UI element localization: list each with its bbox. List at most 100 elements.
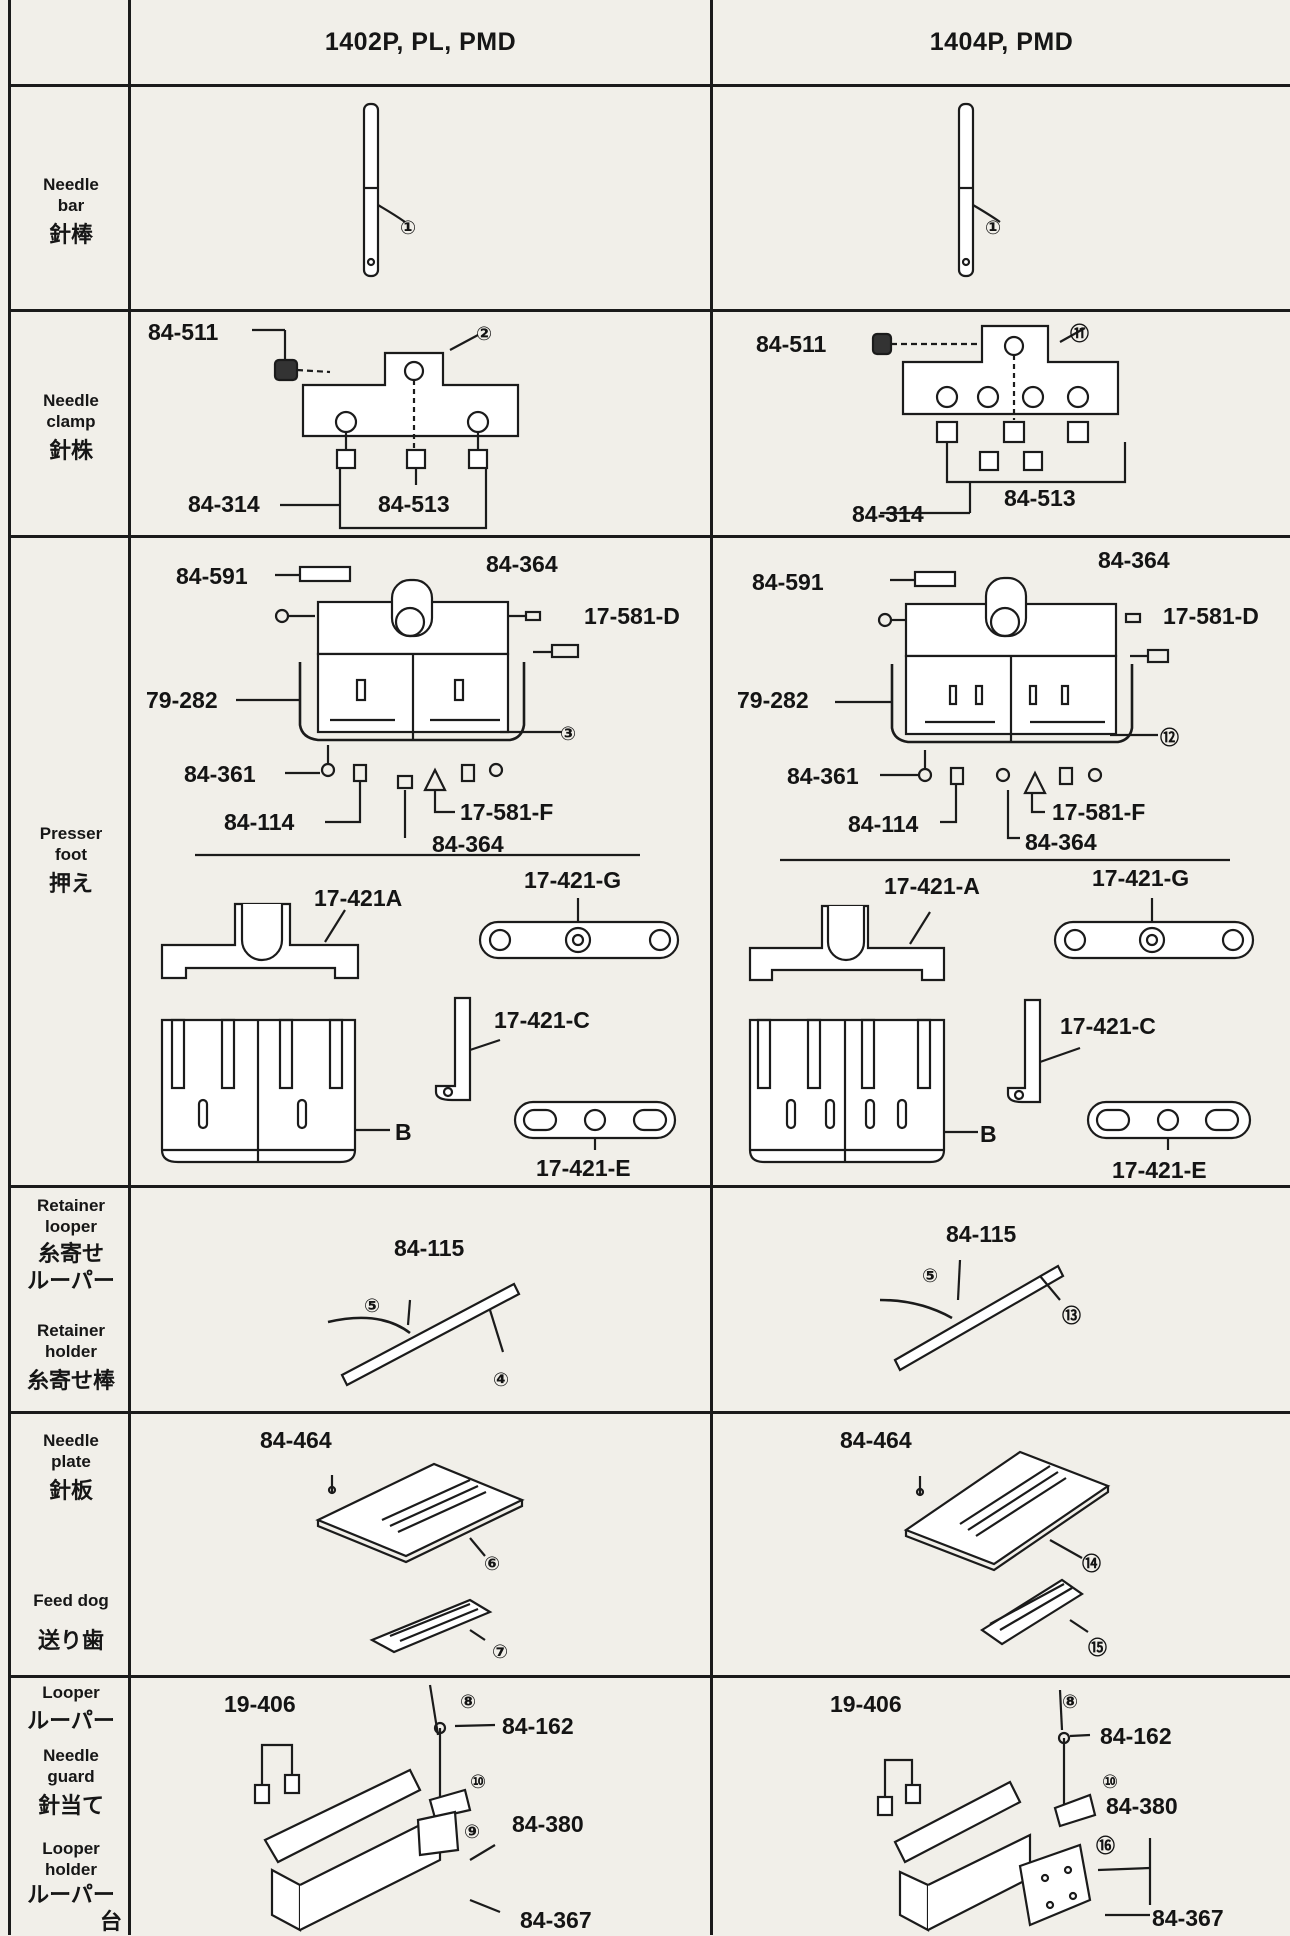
part-84-364-left-top: 84-364 bbox=[486, 551, 558, 577]
looper-assembly-left bbox=[253, 1684, 501, 1932]
row-label-presser-foot: Presser foot 押え bbox=[39, 824, 103, 896]
part-84-361-right: 84-361 bbox=[787, 763, 859, 789]
part-84-314-right: 84-314 bbox=[852, 501, 924, 527]
part-84-464-right: 84-464 bbox=[840, 1427, 912, 1453]
presser-foot-assembly-right bbox=[780, 570, 1230, 862]
needle-plate-right bbox=[903, 1450, 1111, 1572]
part-84-115-left: 84-115 bbox=[394, 1235, 465, 1261]
part-84-364-right-top: 84-364 bbox=[1098, 547, 1170, 573]
part-19-406-right: 19-406 bbox=[830, 1691, 902, 1717]
row-label-needle-bar: Needle bar 針棒 bbox=[43, 175, 99, 247]
row-divider-needle-clamp bbox=[8, 535, 1290, 538]
looper-assembly-right bbox=[876, 1689, 1152, 1932]
callout-1-right: ① bbox=[985, 218, 1001, 239]
callout-5-left: ⑤ bbox=[364, 1296, 380, 1317]
column-header-1404: 1404P, PMD bbox=[929, 28, 1074, 56]
part-84-367-left: 84-367 bbox=[520, 1907, 592, 1933]
part-84-513-left: 84-513 bbox=[378, 491, 450, 517]
part-84-591-left: 84-591 bbox=[176, 563, 248, 589]
part-17-421A-left: 17-421A bbox=[314, 885, 402, 911]
part-84-364-right-bottom: 84-364 bbox=[1025, 829, 1097, 855]
needle-plate-left bbox=[315, 1462, 525, 1564]
part-84-162-left: 84-162 bbox=[502, 1713, 574, 1739]
callout-8-right: ⑧ bbox=[1062, 1692, 1078, 1713]
label-column-divider bbox=[128, 0, 131, 1935]
feed-dog-right bbox=[980, 1578, 1089, 1646]
callout-6: ⑥ bbox=[484, 1554, 500, 1575]
row-label-retainer-looper: Retainer looper 糸寄せ ルーパー bbox=[27, 1196, 115, 1293]
needle-bar-right bbox=[957, 102, 1001, 278]
part-84-464-left: 84-464 bbox=[260, 1427, 332, 1453]
part-84-513-right: 84-513 bbox=[1004, 485, 1076, 511]
presser-foot-assembly-left bbox=[195, 565, 640, 857]
row-divider-needle-bar bbox=[8, 309, 1290, 312]
row-label-retainer-holder: Retainer holder 糸寄せ棒 bbox=[26, 1321, 115, 1393]
part-84-114-left: 84-114 bbox=[224, 809, 295, 835]
callout-13: ⑬ bbox=[1062, 1304, 1081, 1327]
row-label-needle-clamp: Needle clamp 針株 bbox=[43, 391, 99, 463]
model-column-divider bbox=[710, 0, 713, 1935]
row-divider-header bbox=[8, 84, 1290, 87]
part-17-421-C-left: 17-421-C bbox=[494, 1007, 590, 1033]
part-17-421-G-left: 17-421-G bbox=[524, 867, 621, 893]
part-17-421-A-right: 17-421-A bbox=[884, 873, 980, 899]
part-84-314-left: 84-314 bbox=[188, 491, 260, 517]
callout-7: ⑦ bbox=[492, 1642, 508, 1663]
part-84-114-right: 84-114 bbox=[848, 811, 919, 837]
part-17-421-G-right: 17-421-G bbox=[1092, 865, 1189, 891]
column-header-1402: 1402P, PL, PMD bbox=[324, 28, 517, 56]
part-84-364-left-bottom: 84-364 bbox=[432, 831, 504, 857]
part-B-left: B bbox=[395, 1119, 412, 1145]
part-19-406-left: 19-406 bbox=[224, 1691, 296, 1717]
part-84-511-right: 84-511 bbox=[756, 331, 827, 357]
part-84-511-left: 84-511 bbox=[148, 319, 219, 345]
part-17-581-F-left: 17-581-F bbox=[460, 799, 553, 825]
presser-foot-parts-left bbox=[160, 898, 680, 1164]
feed-dog-left bbox=[369, 1598, 493, 1654]
part-84-380-right: 84-380 bbox=[1106, 1793, 1178, 1819]
part-17-581-D-right: 17-581-D bbox=[1163, 603, 1259, 629]
part-84-367-right: 84-367 bbox=[1152, 1905, 1224, 1931]
callout-2: ② bbox=[476, 324, 492, 345]
needle-clamp-left bbox=[252, 328, 520, 530]
callout-4: ④ bbox=[493, 1370, 509, 1391]
callout-5-right: ⑤ bbox=[922, 1266, 938, 1287]
part-79-282-right: 79-282 bbox=[737, 687, 809, 713]
callout-10-left: ⑩ bbox=[470, 1772, 486, 1793]
row-label-looper: Looper ルーパー bbox=[27, 1683, 115, 1734]
row-label-looper-holder: Looper holder ルーパー 台 bbox=[27, 1839, 122, 1934]
part-79-282-left: 79-282 bbox=[146, 687, 218, 713]
part-84-115-right: 84-115 bbox=[946, 1221, 1017, 1247]
row-label-needle-guard: Needle guard 針当て bbox=[37, 1746, 104, 1818]
row-divider-retainer bbox=[8, 1411, 1290, 1414]
needle-clamp-right bbox=[871, 324, 1127, 515]
callout-3: ③ bbox=[560, 724, 576, 745]
part-84-591-right: 84-591 bbox=[752, 569, 824, 595]
part-84-361-left: 84-361 bbox=[184, 761, 256, 787]
needle-bar-left bbox=[362, 102, 406, 278]
row-label-feed-dog: Feed dog 送り歯 bbox=[33, 1591, 109, 1654]
callout-11: ⑪ bbox=[1070, 322, 1089, 345]
row-divider-presser-foot bbox=[8, 1185, 1290, 1188]
callout-16: ⑯ bbox=[1096, 1834, 1115, 1857]
callout-8-left: ⑧ bbox=[460, 1692, 476, 1713]
callout-10-right: ⑩ bbox=[1102, 1772, 1118, 1793]
part-17-581-D-left: 17-581-D bbox=[584, 603, 680, 629]
callout-9: ⑨ bbox=[464, 1822, 480, 1843]
table-border-left bbox=[8, 0, 11, 1935]
callout-12: ⑫ bbox=[1160, 726, 1179, 749]
callout-15: ⑮ bbox=[1088, 1636, 1107, 1659]
part-B-right: B bbox=[980, 1121, 997, 1147]
part-17-421-E-right: 17-421-E bbox=[1112, 1157, 1207, 1183]
part-17-421-E-left: 17-421-E bbox=[536, 1155, 631, 1181]
callout-1-left: ① bbox=[400, 218, 416, 239]
part-17-421-C-right: 17-421-C bbox=[1060, 1013, 1156, 1039]
part-17-581-F-right: 17-581-F bbox=[1052, 799, 1145, 825]
callout-14: ⑭ bbox=[1082, 1552, 1101, 1575]
row-divider-needle-plate bbox=[8, 1675, 1290, 1678]
presser-foot-parts-right bbox=[748, 898, 1255, 1164]
row-label-needle-plate: Needle plate 針板 bbox=[43, 1431, 99, 1503]
retainer-left bbox=[327, 1282, 521, 1387]
